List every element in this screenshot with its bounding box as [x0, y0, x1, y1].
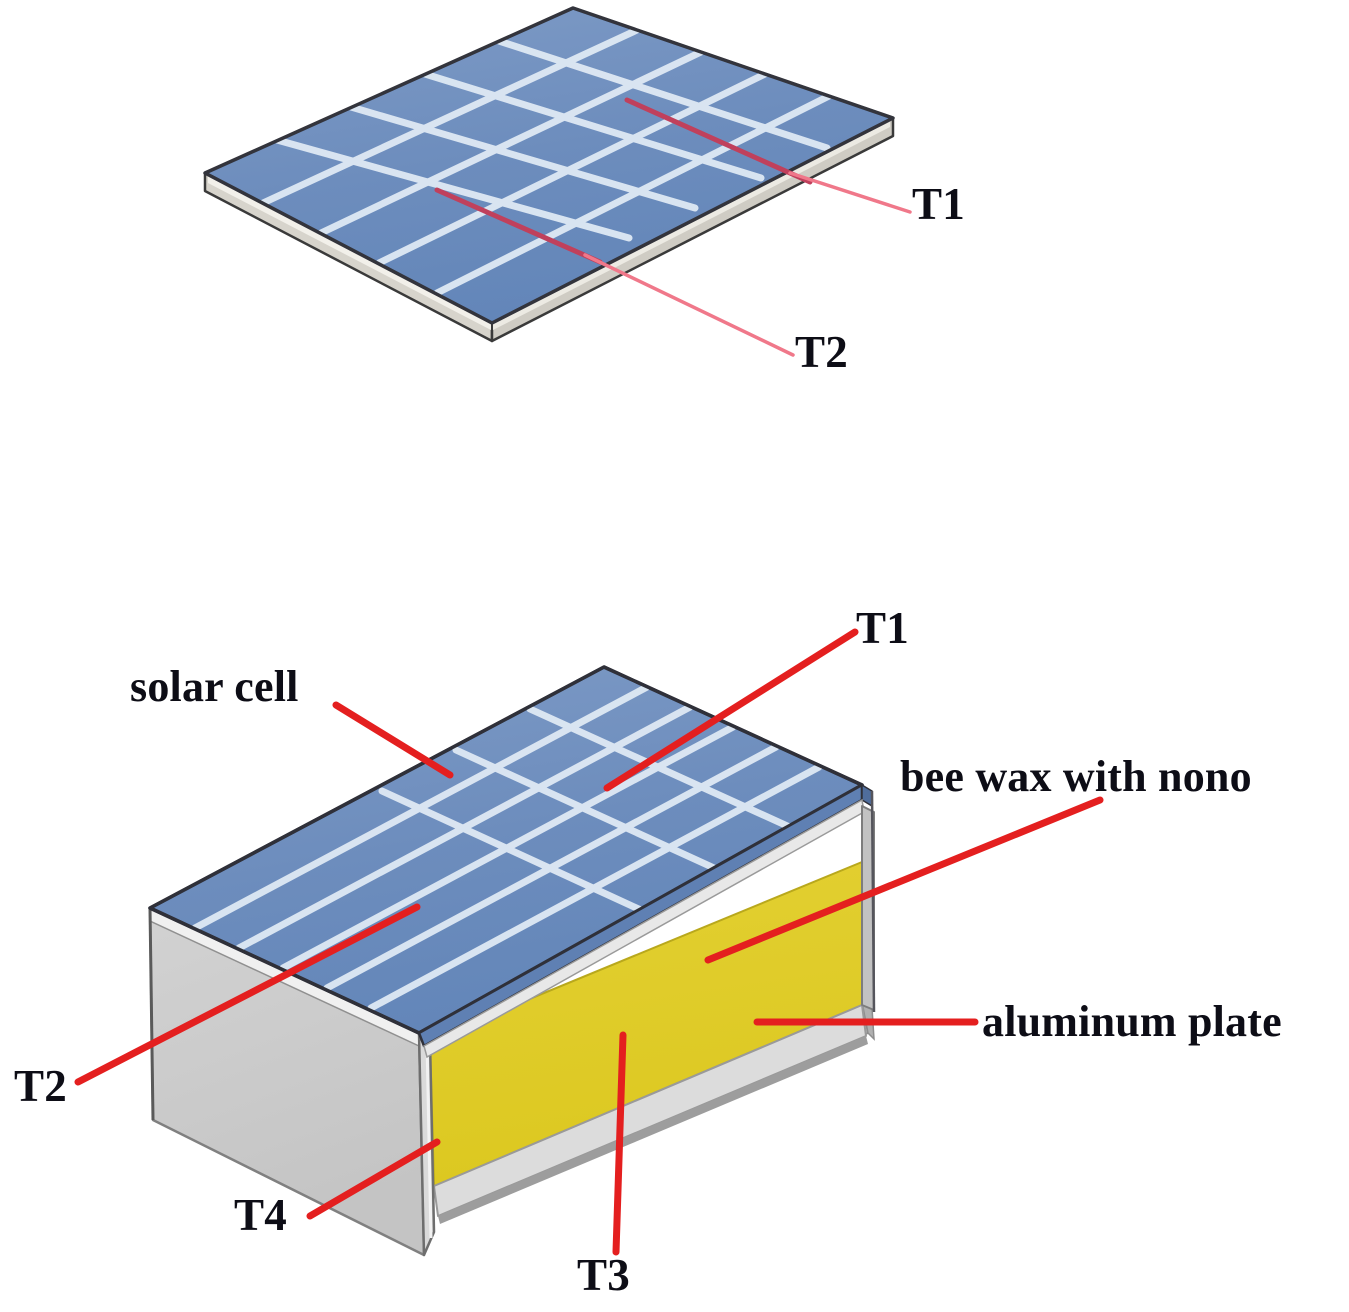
solar-cell-leader: [332, 701, 454, 779]
aluminum-plate-front-shade: [438, 1036, 868, 1224]
top-panel-outline: [203, 6, 895, 325]
bottom-view-box: [74, 628, 1104, 1257]
label-top-t2: T2: [795, 327, 848, 377]
bot-t3-leader: [612, 1031, 627, 1256]
label-bee-wax: bee wax with nono: [900, 752, 1252, 801]
bot-t4-leader: [306, 1138, 441, 1220]
bottom-leader-lines: [74, 628, 1104, 1256]
solar-cell-right-thickness: [861, 783, 873, 808]
label-bot-t1: T1: [856, 603, 909, 653]
aluminum-box-left-edge: [148, 907, 155, 1121]
top-t1-leader: [624, 97, 912, 214]
label-aluminum-plate: aluminum plate: [982, 997, 1282, 1046]
box-front-left-post-highlight: [425, 1041, 433, 1239]
top-view-panel: [203, 6, 912, 357]
bot-t1-leader: [603, 628, 859, 792]
box-back-right-edge: [870, 790, 876, 1013]
label-bot-t4: T4: [234, 1190, 287, 1240]
bee-wax-leader: [704, 796, 1104, 964]
top-t2-leader: [434, 187, 795, 357]
top-panel-grid: [259, 26, 833, 297]
label-solar-cell: solar cell: [130, 662, 299, 711]
label-top-t1: T1: [912, 179, 965, 229]
bot-t2-leader: [74, 903, 421, 1086]
label-bot-t2: T2: [14, 1061, 67, 1111]
label-bot-t3: T3: [577, 1250, 630, 1300]
solar-cell-grid: [191, 683, 823, 1012]
